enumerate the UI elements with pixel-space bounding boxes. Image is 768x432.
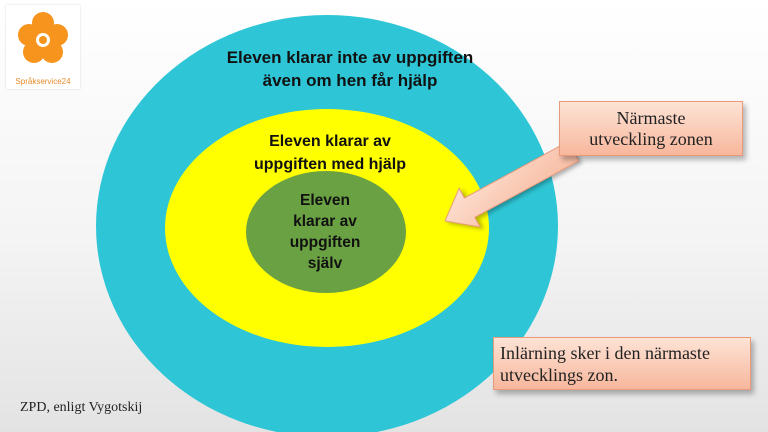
zone-callout-line: Närmaste xyxy=(616,107,686,128)
middle-ring-line: Eleven klarar av xyxy=(269,133,391,150)
logo: Språkservice24 xyxy=(6,5,80,89)
learning-callout-line: Inlärning sker i den närmaste xyxy=(500,343,710,363)
logo-text: Språkservice24 xyxy=(15,77,71,86)
outer-ring-line: Eleven klarar inte av uppgiften xyxy=(226,48,474,67)
inner-ring-line: klarar av xyxy=(293,213,357,230)
flower-icon xyxy=(18,12,68,63)
inner-ring-line: själv xyxy=(307,255,343,272)
middle-ring-line: uppgiften med hjälp xyxy=(254,156,406,173)
outer-ring-label: Eleven klarar inte av uppgiften även om … xyxy=(190,46,510,92)
zone-callout: Närmaste utveckling zonen xyxy=(559,101,743,156)
outer-ring-line: även om hen får hjälp xyxy=(262,71,438,90)
inner-ring xyxy=(246,171,406,293)
learning-callout: Inlärning sker i den närmaste utveckling… xyxy=(493,337,751,390)
inner-ring-line: uppgiften xyxy=(289,234,361,251)
footer-caption: ZPD, enligt Vygotskij xyxy=(20,400,143,415)
middle-ring-label: Eleven klarar av uppgiften med hjälp xyxy=(225,130,435,176)
inner-ring-line: Eleven xyxy=(300,192,350,209)
learning-callout-line: utvecklings zon. xyxy=(500,365,618,385)
inner-ring-label: Eleven klarar av uppgiften själv xyxy=(260,190,390,274)
zone-callout-line: utveckling zonen xyxy=(589,128,713,149)
